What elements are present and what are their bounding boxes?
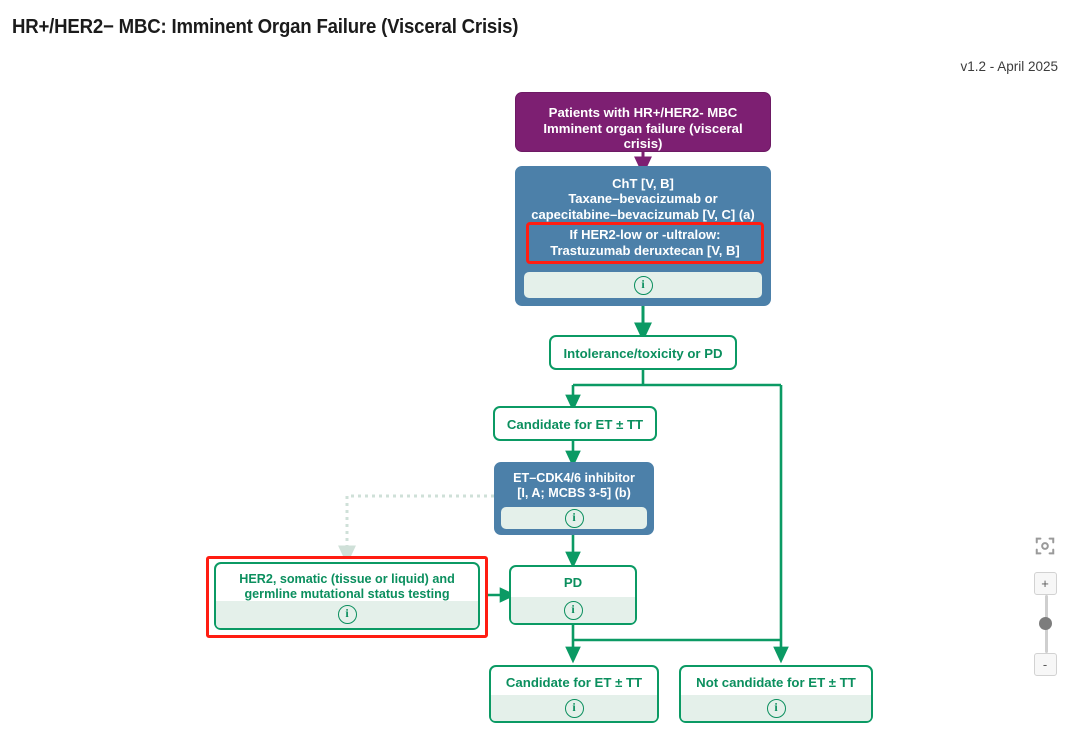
node-candidate-et-tt-lower-info-strip[interactable]: i	[491, 695, 657, 721]
node-her2-mutational-testing-label: HER2, somatic (tissue or liquid) and ger…	[239, 572, 455, 601]
info-icon[interactable]: i	[766, 698, 786, 718]
node-candidate-et-tt-lower[interactable]: Candidate for ET ± TT i	[489, 665, 659, 723]
info-icon[interactable]: i	[337, 605, 357, 624]
zoom-in-button[interactable]: +	[1033, 572, 1057, 595]
info-icon[interactable]: i	[633, 275, 653, 295]
node-et-cdk46-inhibitor[interactable]: ET–CDK4/6 inhibitor [I, A; MCBS 3-5] (b)…	[494, 462, 654, 535]
zoom-out-button[interactable]: -	[1033, 653, 1057, 676]
node-her2-testing-info-strip[interactable]: i	[216, 601, 478, 628]
version-label: v1.2 - April 2025	[960, 59, 1058, 74]
node-et-cdk46-info-strip[interactable]: i	[501, 507, 647, 529]
node-not-candidate-et-tt-info-strip[interactable]: i	[681, 695, 871, 721]
node-pd[interactable]: PD i	[509, 565, 637, 625]
node-her2-low-overlay-label: If HER2-low or -ultralow: Trastuzumab de…	[550, 227, 740, 258]
node-not-candidate-et-tt-label: Not candidate for ET ± TT	[696, 675, 856, 690]
node-patients-label: Patients with HR+/HER2- MBC Imminent org…	[543, 105, 743, 152]
node-her2-mutational-testing[interactable]: HER2, somatic (tissue or liquid) and ger…	[214, 562, 480, 630]
node-et-cdk46-inhibitor-label: ET–CDK4/6 inhibitor [I, A; MCBS 3-5] (b)	[513, 471, 635, 500]
info-icon[interactable]: i	[564, 698, 584, 718]
zoom-controls[interactable]: + -	[1032, 535, 1058, 676]
node-her2-low-overlay[interactable]: If HER2-low or -ultralow: Trastuzumab de…	[526, 222, 764, 264]
node-intolerance-toxicity-pd[interactable]: Intolerance/toxicity or PD	[549, 335, 737, 370]
node-candidate-et-tt-lower-label: Candidate for ET ± TT	[505, 675, 643, 690]
node-pd-info-strip[interactable]: i	[511, 597, 635, 623]
page-title: HR+/HER2− MBC: Imminent Organ Failure (V…	[12, 16, 519, 38]
zoom-slider[interactable]	[1034, 595, 1057, 653]
fit-to-screen-icon[interactable]	[1034, 535, 1056, 557]
node-not-candidate-et-tt[interactable]: Not candidate for ET ± TT i	[679, 665, 873, 723]
node-patients[interactable]: Patients with HR+/HER2- MBC Imminent org…	[515, 92, 771, 152]
node-pd-label: PD	[563, 575, 583, 590]
info-icon[interactable]: i	[564, 508, 584, 528]
node-cht-info-strip[interactable]: i	[524, 272, 762, 298]
node-intolerance-toxicity-pd-label: Intolerance/toxicity or PD	[563, 345, 723, 361]
info-icon[interactable]: i	[563, 600, 583, 620]
node-candidate-et-tt-upper-label: Candidate for ET ± TT	[506, 416, 644, 432]
zoom-slider-thumb[interactable]	[1039, 617, 1052, 630]
node-candidate-et-tt-upper[interactable]: Candidate for ET ± TT	[493, 406, 657, 441]
node-cht-label: ChT [V, B] Taxane–bevacizumab or capecit…	[531, 176, 755, 222]
node-cht[interactable]: ChT [V, B] Taxane–bevacizumab or capecit…	[515, 166, 771, 306]
